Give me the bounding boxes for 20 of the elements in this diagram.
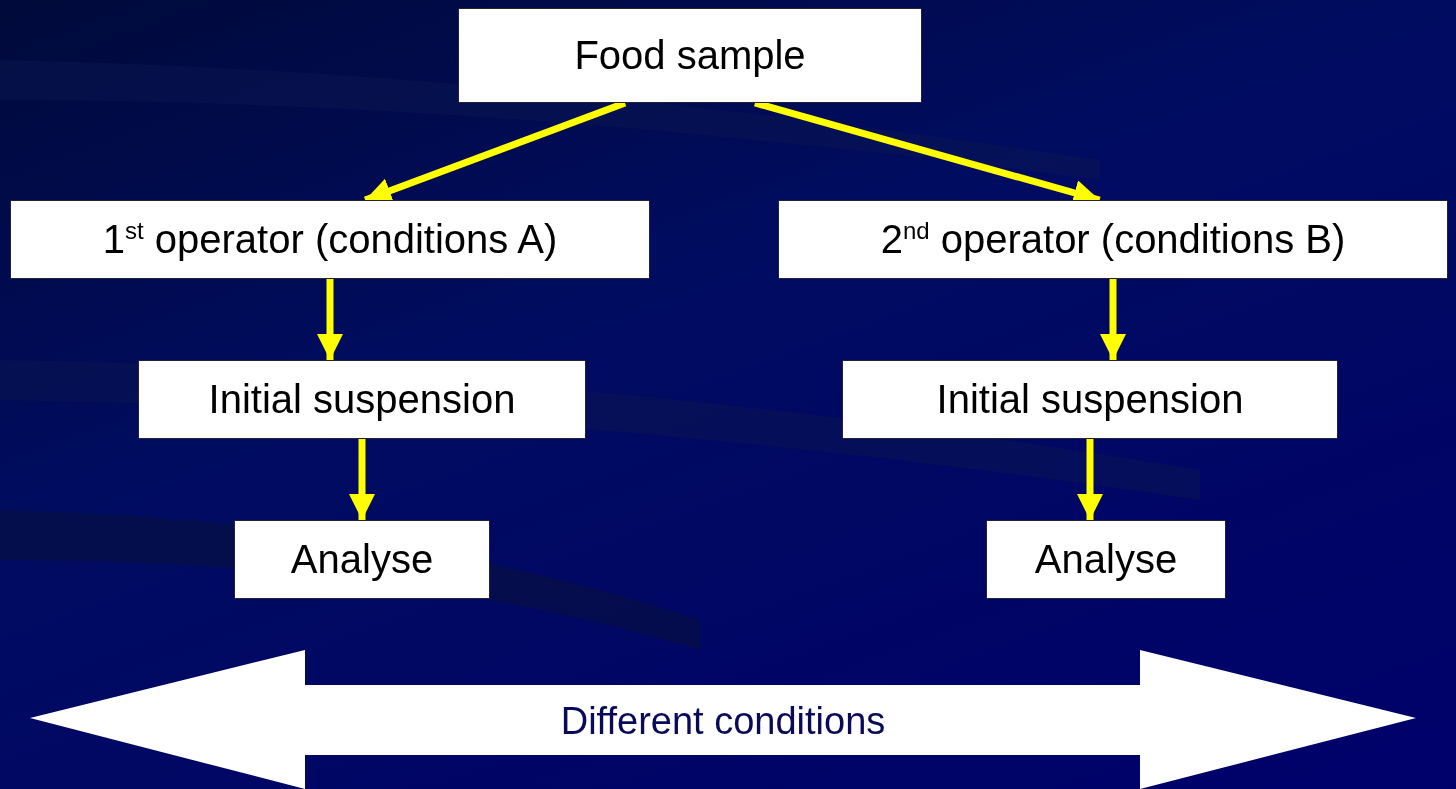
process-box [10, 200, 650, 279]
arrow [317, 279, 343, 360]
double-arrow-banner [30, 650, 1416, 789]
box-label: 2$^{nd}$ operator (conditions B) [880, 216, 1346, 263]
arrow [1077, 439, 1103, 520]
banner-label: Different conditions [560, 700, 886, 743]
box-label: 1$^{st}$ operator (conditions A) [102, 216, 558, 263]
process-box [458, 8, 922, 103]
box-label: Initial suspension [936, 377, 1244, 422]
box-label: Initial suspension [208, 377, 516, 422]
process-box [234, 520, 490, 599]
process-box [986, 520, 1226, 599]
process-box [778, 200, 1448, 279]
arrow [349, 439, 375, 520]
box-label: Analyse [1034, 537, 1178, 582]
arrow [1100, 279, 1126, 360]
box-label: Food sample [574, 33, 806, 78]
process-box [138, 360, 586, 439]
box-label: Analyse [290, 537, 434, 582]
process-box [842, 360, 1338, 439]
